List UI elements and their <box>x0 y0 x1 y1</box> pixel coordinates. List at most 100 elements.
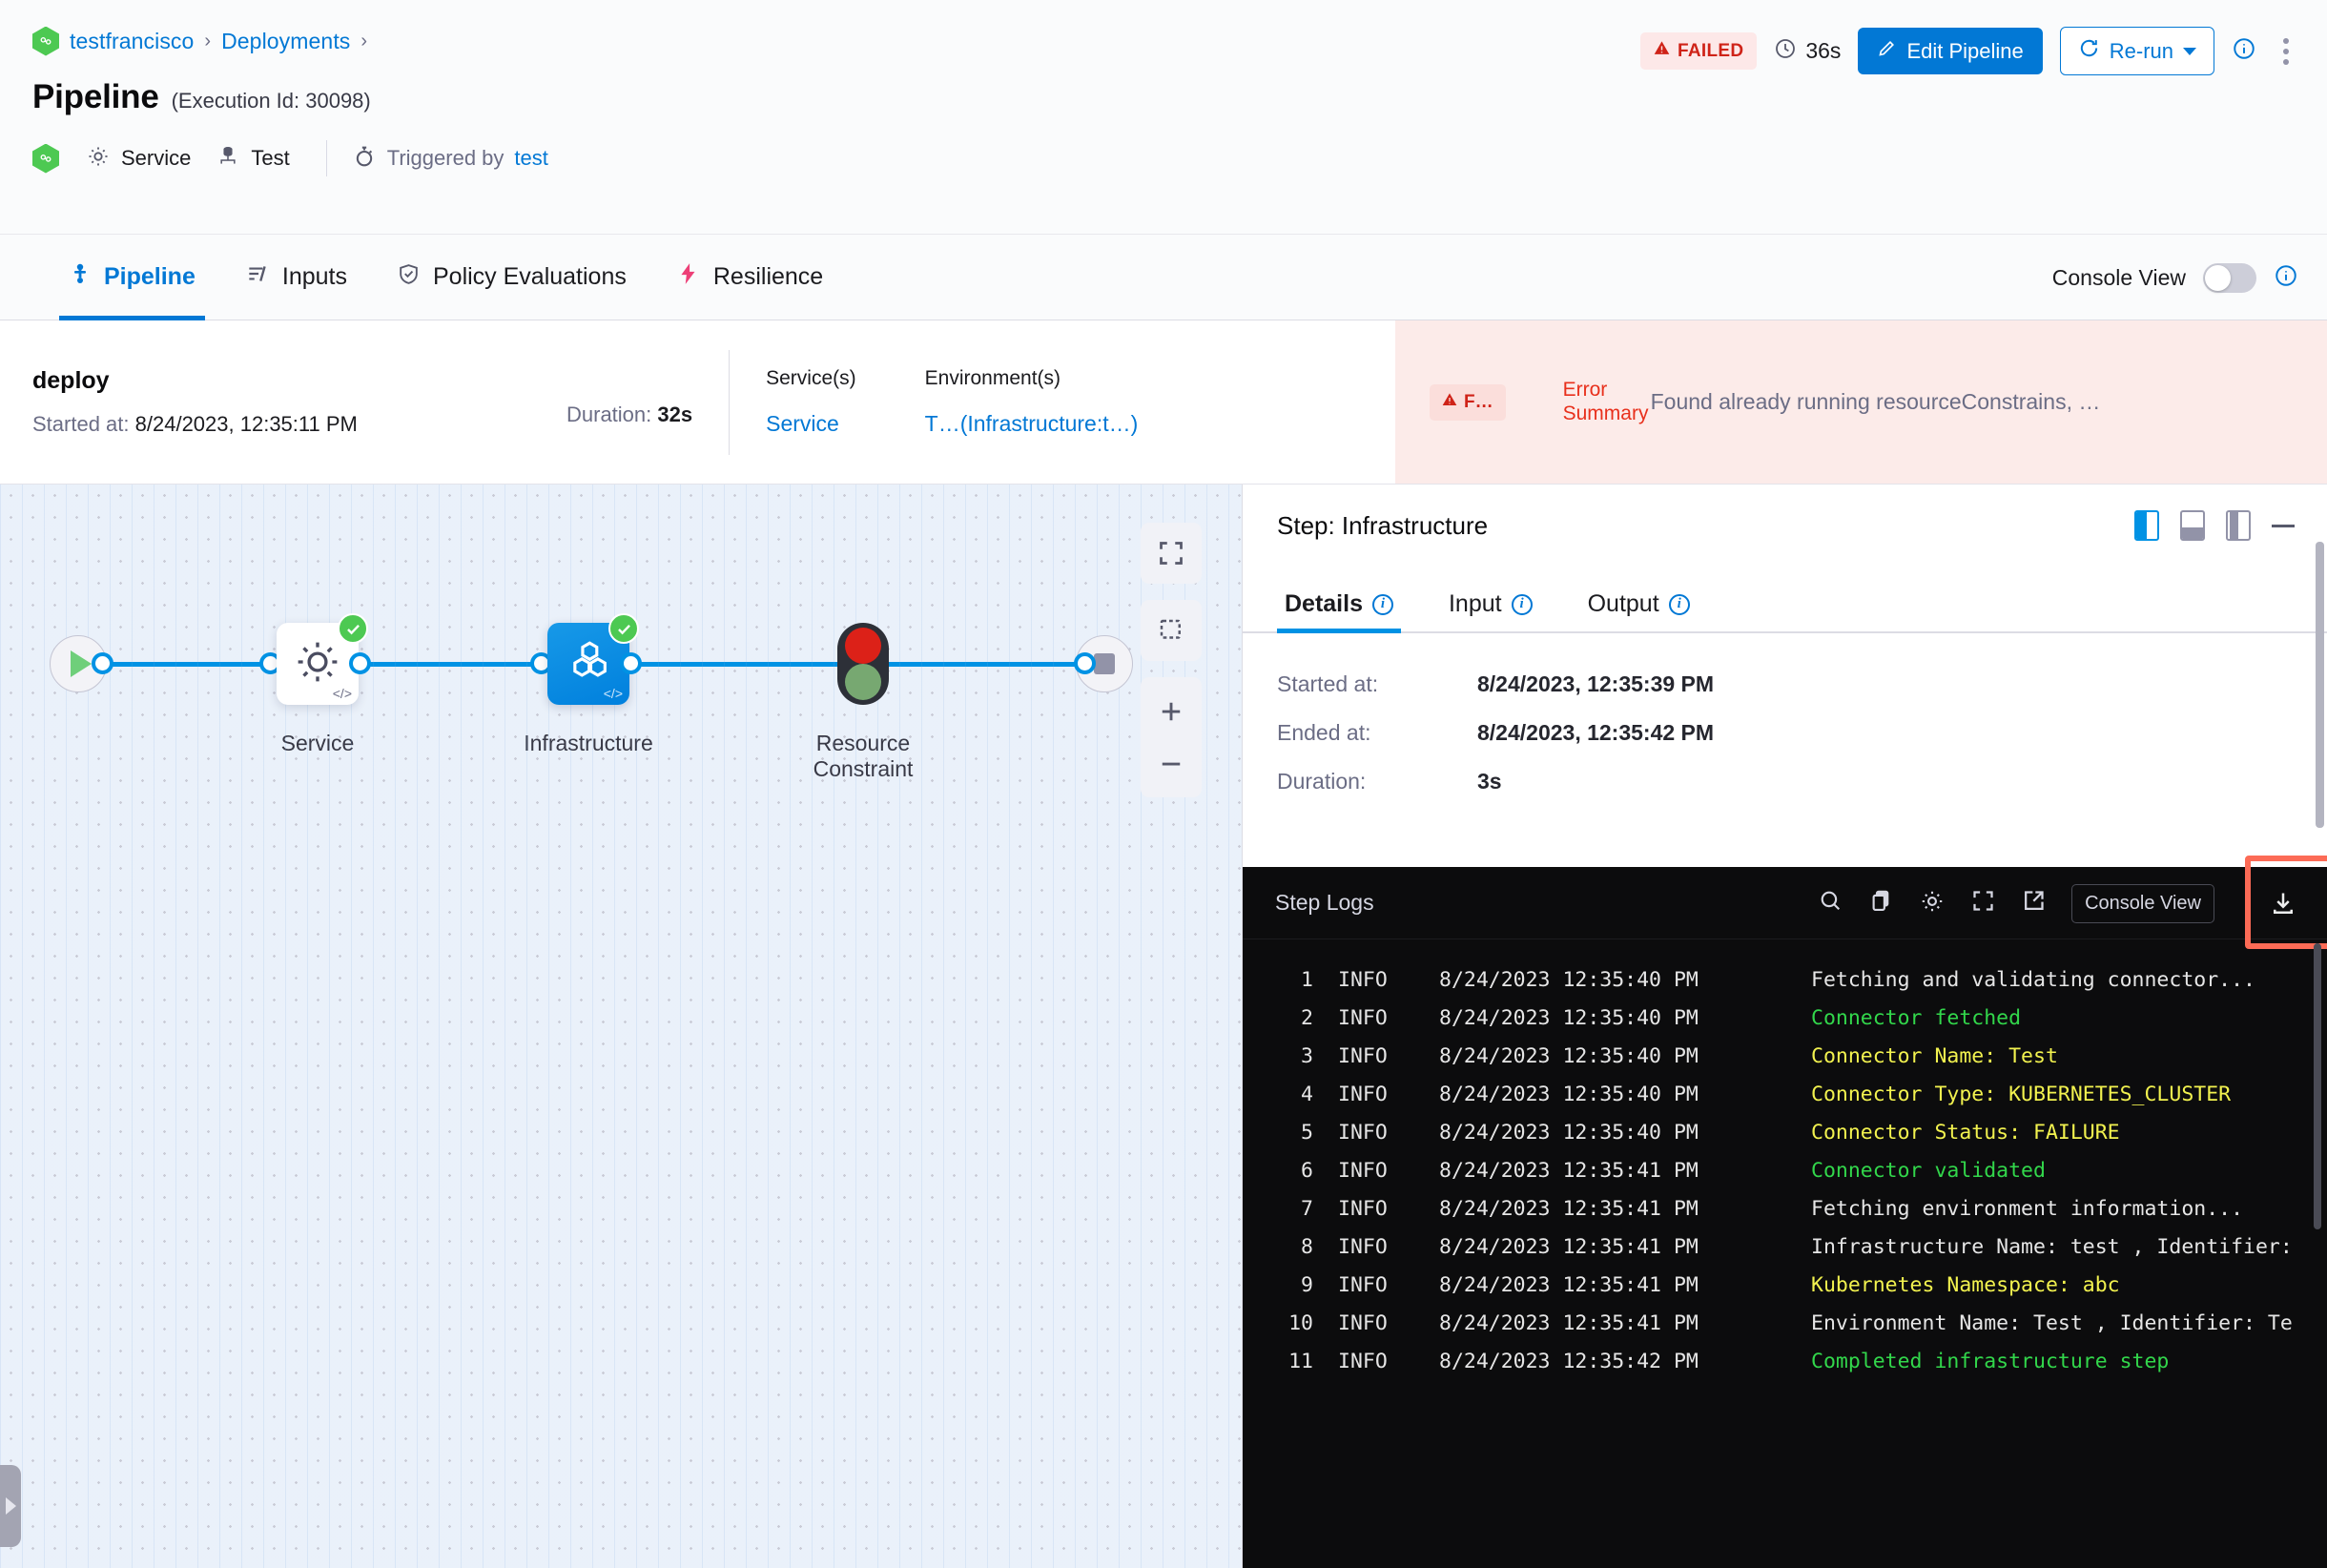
triggered-by: Triggered by test <box>352 144 548 174</box>
execution-duration-value: 36s <box>1805 38 1842 63</box>
tab-resilience[interactable]: Resilience <box>651 235 848 320</box>
environments-label: Environment(s) <box>924 367 1061 389</box>
download-logs-button[interactable] <box>2239 856 2327 949</box>
code-snippet-icon[interactable]: </> <box>332 686 352 701</box>
collapse-left-panel-handle[interactable] <box>0 1465 21 1547</box>
detail-row: Duration: 3s <box>1277 769 2293 794</box>
step-panel-layout-controls <box>2134 485 2295 567</box>
copy-icon[interactable] <box>1868 888 1894 918</box>
services-value[interactable]: Service <box>766 411 839 436</box>
log-lines[interactable]: 1 INFO 8/24/2023 12:35:40 PM Fetching an… <box>1243 939 2327 1380</box>
detail-value: 3s <box>1477 769 1502 794</box>
tab-policy-evaluations[interactable]: Policy Evaluations <box>372 235 651 320</box>
tab-input[interactable]: Input i <box>1441 590 1540 631</box>
connector-dot-end[interactable] <box>1074 652 1096 674</box>
connector-dot-service-out[interactable] <box>349 652 371 674</box>
tab-details[interactable]: Details i <box>1277 590 1401 633</box>
tab-inputs[interactable]: Inputs <box>220 235 372 320</box>
log-level: INFO <box>1338 1310 1388 1335</box>
console-view-info-icon[interactable] <box>2274 263 2298 293</box>
detail-row: Ended at: 8/24/2023, 12:35:42 PM <box>1277 720 2293 746</box>
pipeline-canvas[interactable]: </> Service <box>0 485 1242 1568</box>
log-timestamp: 8/24/2023 12:35:42 PM <box>1439 1349 1699 1373</box>
log-line-number: 8 <box>1301 1234 1313 1259</box>
log-line-number: 6 <box>1301 1158 1313 1183</box>
connector-dot-infrastructure-out[interactable] <box>620 652 642 674</box>
detail-key: Duration: <box>1277 769 1367 794</box>
tab-pipeline[interactable]: Pipeline <box>44 235 220 320</box>
log-line: 5 INFO 8/24/2023 12:35:40 PM Connector S… <box>1243 1113 2327 1151</box>
breadcrumb: testfrancisco › Deployments › <box>32 25 2295 57</box>
status-success-icon-infrastructure <box>608 613 639 644</box>
graph-node-service[interactable]: </> <box>277 613 368 705</box>
logs-scrollbar[interactable] <box>2314 943 2321 1229</box>
minimize-icon[interactable] <box>2272 524 2295 527</box>
connector-dot-start[interactable] <box>92 652 113 674</box>
edge-infrastructure-to-resource <box>637 662 933 667</box>
tab-input-label: Input <box>1448 590 1502 617</box>
breadcrumb-project[interactable]: testfrancisco <box>70 28 195 53</box>
log-level: INFO <box>1338 1005 1388 1030</box>
tab-inputs-label: Inputs <box>281 263 347 290</box>
stage-started: Started at: 8/24/2023, 12:35:11 PM <box>32 412 566 437</box>
execution-tabs: Pipeline Inputs Policy Evaluations Resil… <box>0 235 2327 320</box>
detail-key: Started at: <box>1277 671 1379 696</box>
re-run-button[interactable]: Re-run <box>2059 27 2214 75</box>
execution-id: (Execution Id: 30098) <box>171 89 371 113</box>
log-level: INFO <box>1338 1272 1388 1297</box>
meta-environment-label: Test <box>251 146 290 170</box>
edge-resource-to-end <box>921 662 1102 667</box>
log-line-number: 1 <box>1301 967 1313 992</box>
fullscreen-icon[interactable] <box>1970 888 1996 918</box>
log-level: INFO <box>1338 1158 1388 1183</box>
code-snippet-icon[interactable]: </> <box>603 686 623 701</box>
console-view-switch[interactable] <box>2203 262 2256 293</box>
search-icon[interactable] <box>1818 888 1843 918</box>
clock-icon <box>1774 37 1797 66</box>
panel-scrollbar[interactable] <box>2316 542 2324 828</box>
environments-value[interactable]: T…(Infrastructure:t…) <box>924 411 1139 436</box>
log-line-number: 2 <box>1301 1005 1313 1030</box>
breadcrumb-deployments[interactable]: Deployments <box>221 28 351 53</box>
edit-pipeline-button[interactable]: Edit Pipeline <box>1858 28 2043 74</box>
zoom-in-button[interactable] <box>1141 685 1202 737</box>
details-info-icon[interactable]: i <box>1371 593 1393 615</box>
chevron-right-icon <box>5 1497 16 1515</box>
log-level: INFO <box>1338 1043 1388 1068</box>
zoom-out-button[interactable] <box>1141 737 1202 790</box>
log-timestamp: 8/24/2023 12:35:41 PM <box>1439 1158 1699 1183</box>
select-area-button[interactable] <box>1141 600 1202 661</box>
log-line: 1 INFO 8/24/2023 12:35:40 PM Fetching an… <box>1243 960 2327 999</box>
log-line: 3 INFO 8/24/2023 12:35:40 PM Connector N… <box>1243 1037 2327 1075</box>
output-info-icon[interactable]: i <box>1668 593 1690 615</box>
logs-console-view-button[interactable]: Console View <box>2071 883 2214 923</box>
play-icon <box>71 650 92 677</box>
breadcrumb-separator-2: › <box>360 30 368 52</box>
status-success-icon-service <box>338 613 368 644</box>
summary-services: Service(s) Service <box>766 367 856 437</box>
graph-node-infrastructure[interactable]: </> <box>547 613 639 705</box>
warning-triangle-icon <box>1654 40 1670 62</box>
stage-duration-label: Duration: <box>566 402 652 426</box>
log-timestamp: 8/24/2023 12:35:41 PM <box>1439 1234 1699 1259</box>
layout-right-icon[interactable] <box>2134 510 2159 541</box>
edit-pipeline-label: Edit Pipeline <box>1906 38 2024 63</box>
meta-environment: Test <box>216 144 290 174</box>
stage-info: deploy Started at: 8/24/2023, 12:35:11 P… <box>32 367 566 437</box>
log-message: Connector fetched <box>1811 1005 2022 1030</box>
tab-output[interactable]: Output i <box>1580 590 1698 631</box>
layout-narrow-icon[interactable] <box>2226 510 2251 541</box>
rerun-info-icon[interactable] <box>2232 36 2256 66</box>
layout-bottom-icon[interactable] <box>2180 510 2205 541</box>
triggered-by-user[interactable]: test <box>514 146 548 170</box>
input-info-icon[interactable]: i <box>1511 593 1533 615</box>
log-message: Environment Name: Test , Identifier: Te <box>1811 1310 2293 1335</box>
open-external-icon[interactable] <box>2021 888 2047 918</box>
fit-to-screen-button[interactable] <box>1141 523 1202 584</box>
warning-triangle-icon <box>1442 392 1457 413</box>
more-options-button[interactable] <box>2274 32 2298 71</box>
traffic-light-green <box>845 664 881 700</box>
gear-icon[interactable] <box>1919 888 1946 919</box>
graph-node-resource-constraint[interactable] <box>837 623 889 705</box>
